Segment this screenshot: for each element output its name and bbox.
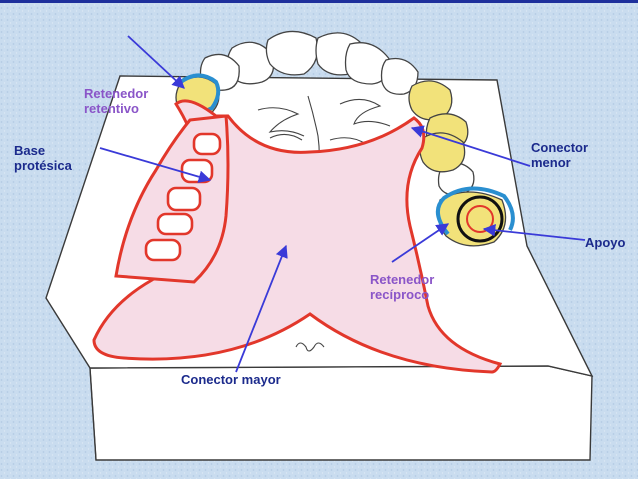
tooth-icon bbox=[419, 132, 466, 173]
label-retenedor-reciproco: Retenedor recíproco bbox=[370, 272, 435, 302]
tooth-icon bbox=[344, 42, 391, 85]
top-border bbox=[0, 0, 638, 3]
arrow-icon bbox=[235, 244, 288, 373]
label-base-protesica: Base protésica bbox=[14, 143, 72, 173]
label-apoyo: Apoyo bbox=[585, 235, 626, 250]
arrows bbox=[99, 35, 586, 373]
tooth-icon bbox=[380, 57, 419, 95]
model-front-face bbox=[89, 365, 593, 461]
arrow-icon bbox=[127, 35, 185, 89]
label-conector-menor: Conector menor bbox=[531, 140, 589, 170]
retention-loops bbox=[144, 132, 222, 262]
teeth bbox=[199, 30, 475, 196]
model-edge bbox=[89, 367, 97, 461]
tooth-icon bbox=[265, 30, 319, 76]
rest-circle-icon bbox=[456, 195, 504, 243]
reciprocal-clasp bbox=[436, 186, 515, 236]
arrow-icon bbox=[410, 125, 531, 167]
arrow-icon bbox=[482, 223, 586, 241]
label-conector-mayor: Conector mayor bbox=[181, 372, 281, 387]
label-retenedor-retentivo: Retenedor retentivo bbox=[84, 86, 149, 116]
arrow-icon bbox=[391, 223, 450, 263]
arrow-icon bbox=[99, 147, 212, 183]
